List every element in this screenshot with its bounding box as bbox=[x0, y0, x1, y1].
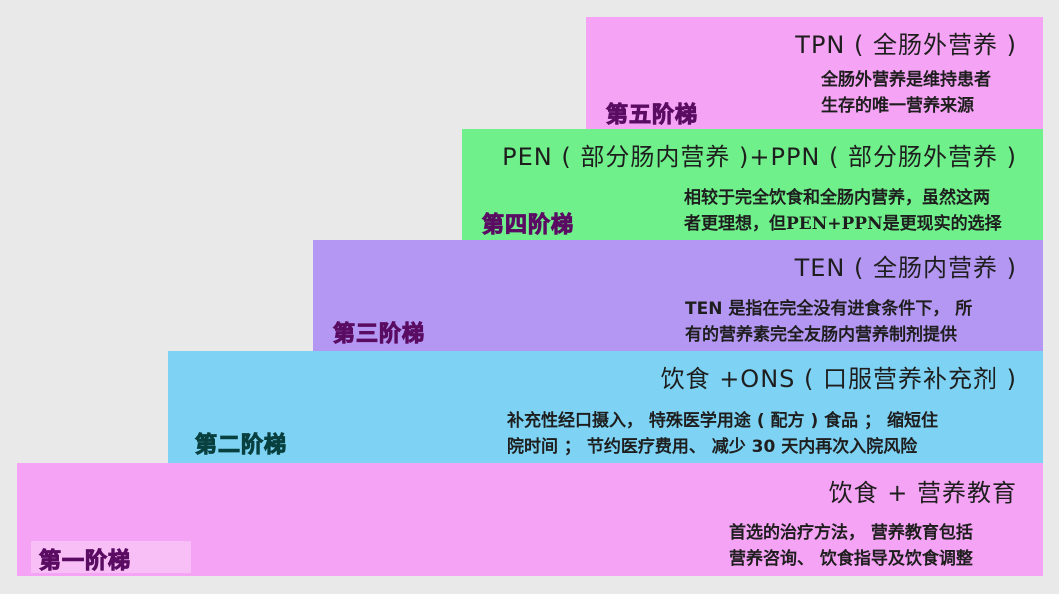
step-5-label: 第五阶梯 bbox=[605, 103, 699, 129]
step-3-description: TEN 是指在完全没有进食条件下， 所 有的营养素完全友肠内营养制剂提供 bbox=[685, 296, 972, 348]
step-3-block: TEN ( 全肠内营养 ) TEN 是指在完全没有进食条件下， 所 有的营养素完… bbox=[313, 240, 1043, 351]
step-3-label: 第三阶梯 bbox=[332, 322, 426, 348]
step-1-description: 首选的治疗方法， 营养教育包括 营养咨询、 饮食指导及饮食调整 bbox=[729, 520, 973, 572]
step-5-description: 全肠外营养是维持患者 生存的唯一营养来源 bbox=[821, 67, 991, 119]
step-5-desc-line-1: 全肠外营养是维持患者 bbox=[821, 70, 991, 90]
step-1-desc-line-1: 首选的治疗方法， 营养教育包括 bbox=[729, 523, 973, 543]
step-2-block: 饮食 +ONS ( 口服营养补充剂 ) 补充性经口摄入， 特殊医学用途 ( 配方… bbox=[168, 351, 1043, 463]
step-2-description: 补充性经口摄入， 特殊医学用途 ( 配方 ) 食品 ； 缩短住 院时间 ； 节约… bbox=[507, 408, 938, 460]
step-4-desc-line-1: 相较于完全饮食和全肠内营养，虽然这两 bbox=[684, 188, 990, 208]
step-1-label-highlight bbox=[31, 541, 191, 573]
step-2-desc-line-1: 补充性经口摄入， 特殊医学用途 ( 配方 ) 食品 ； 缩短住 bbox=[507, 411, 938, 431]
step-4-block: PEN ( 部分肠内营养 )+PPN ( 部分肠外营养 ) 相较于完全饮食和全肠… bbox=[462, 129, 1043, 240]
step-2-desc-line-2: 院时间 ； 节约医疗费用、 减少 30 天内再次入院风险 bbox=[507, 437, 918, 457]
step-2-label: 第二阶梯 bbox=[194, 433, 288, 459]
step-5-title: TPN ( 全肠外营养 ) bbox=[795, 31, 1017, 59]
step-3-desc-line-2: 有的营养素完全友肠内营养制剂提供 bbox=[685, 325, 957, 345]
step-4-description: 相较于完全饮食和全肠内营养，虽然这两 者更理想，但PEN+PPN是更现实的选择 bbox=[684, 185, 1002, 237]
step-5-desc-line-2: 生存的唯一营养来源 bbox=[821, 96, 974, 116]
step-5-block: TPN ( 全肠外营养 ) 全肠外营养是维持患者 生存的唯一营养来源 第五阶梯 bbox=[586, 17, 1043, 129]
step-4-title: PEN ( 部分肠内营养 )+PPN ( 部分肠外营养 ) bbox=[502, 143, 1017, 171]
step-1-label: 第一阶梯 bbox=[38, 549, 132, 575]
step-1-block: 饮食 + 营养教育 首选的治疗方法， 营养教育包括 营养咨询、 饮食指导及饮食调… bbox=[17, 463, 1043, 576]
step-2-title: 饮食 +ONS ( 口服营养补充剂 ) bbox=[660, 365, 1017, 393]
step-1-title: 饮食 + 营养教育 bbox=[828, 479, 1017, 507]
step-4-desc-line-2: 者更理想，但PEN+PPN是更现实的选择 bbox=[684, 214, 1002, 234]
step-4-label: 第四阶梯 bbox=[481, 213, 575, 239]
step-3-desc-line-1: TEN 是指在完全没有进食条件下， 所 bbox=[685, 299, 973, 319]
step-1-desc-line-2: 营养咨询、 饮食指导及饮食调整 bbox=[729, 549, 973, 569]
step-3-title: TEN ( 全肠内营养 ) bbox=[794, 254, 1017, 282]
